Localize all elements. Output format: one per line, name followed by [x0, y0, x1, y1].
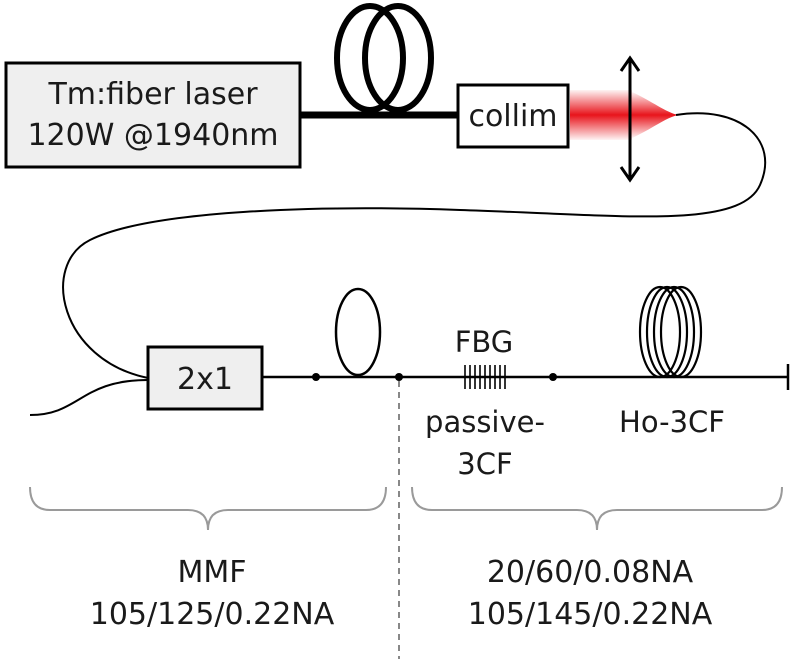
fbg-grating: [464, 365, 506, 389]
3cf-clad-spec-label: 105/145/0.22NA: [468, 597, 713, 632]
ho-3cf-label: Ho-3CF: [619, 405, 725, 439]
pump-fiber: [62, 112, 767, 379]
ho-3cf-coil: [638, 285, 703, 379]
combiner-2x1: 2x1: [146, 345, 264, 411]
tm-fiber-laser: Tm:fiber laser 120W @1940nm: [4, 61, 302, 169]
3cf-core-spec-label: 20/60/0.08NA: [487, 555, 694, 590]
splice-point: [395, 373, 403, 381]
laser-label-line2: 120W @1940nm: [27, 118, 278, 153]
mmf-spec-label: 105/125/0.22NA: [90, 597, 335, 632]
collimator-label: collim: [468, 99, 557, 134]
collimator: collim: [456, 83, 570, 149]
fbg-label: FBG: [455, 325, 514, 359]
combiner-label: 2x1: [177, 362, 233, 397]
laser-label-line1: Tm:fiber laser: [47, 77, 258, 112]
collimated-beam: [570, 90, 632, 140]
focused-beam: [632, 92, 678, 138]
mmf-label: MMF: [177, 555, 246, 590]
3cf-brace: [411, 486, 783, 531]
focusing-lens-icon: [619, 55, 641, 183]
splice-point: [549, 373, 557, 381]
mmf-coil: [334, 287, 382, 377]
passive-fiber-label-line2: 3CF: [457, 447, 512, 481]
signal-input-fiber: [29, 379, 149, 416]
splice-point: [312, 373, 320, 381]
mmf-brace: [29, 486, 387, 531]
delivery-fiber-coil: [334, 3, 434, 113]
passive-fiber-label-line1: passive-: [425, 405, 545, 439]
